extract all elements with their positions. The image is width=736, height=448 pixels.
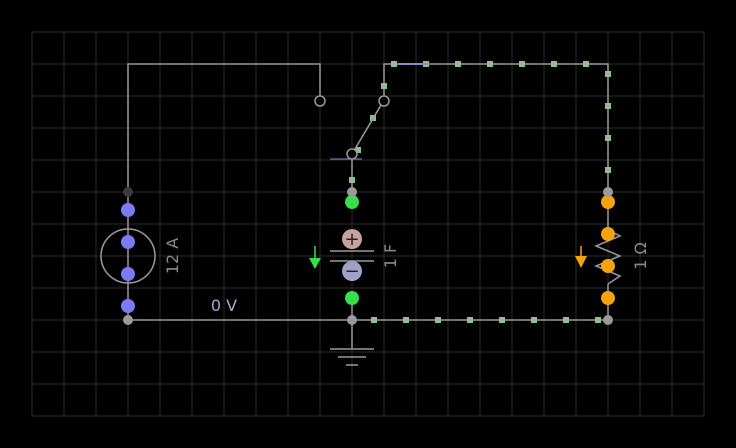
current-marker (349, 177, 355, 183)
current-marker (605, 167, 611, 173)
current-dot (121, 267, 135, 281)
current-arrow-icon (575, 246, 587, 268)
wire-top-left[interactable] (127, 63, 321, 192)
current-arrow-icon (309, 246, 321, 269)
node[interactable] (123, 315, 133, 325)
node[interactable] (347, 187, 357, 197)
current-marker (519, 61, 525, 67)
node-voltage-label: 0 V (211, 296, 237, 315)
current-dot (345, 291, 359, 305)
current-marker (605, 103, 611, 109)
current-dot (345, 195, 359, 209)
current-marker (551, 61, 557, 67)
current-marker (371, 317, 377, 323)
spdt-switch-icon[interactable] (314, 63, 428, 160)
current-marker (403, 317, 409, 323)
current-marker (583, 61, 589, 67)
node[interactable] (347, 315, 357, 325)
current-dot (601, 291, 615, 305)
current-source-icon[interactable] (100, 203, 156, 313)
resistor-label: 1 Ω (631, 242, 650, 270)
node[interactable] (123, 187, 133, 197)
capacitor-label: 1 F (381, 244, 400, 268)
current-marker (487, 61, 493, 67)
current-dot (121, 235, 135, 249)
current-marker (391, 61, 397, 67)
current-marker (605, 71, 611, 77)
minus-glyph: − (344, 261, 359, 282)
resistor-icon[interactable] (594, 195, 622, 305)
current-dot (601, 227, 615, 241)
current-marker (605, 135, 611, 141)
current-marker (563, 317, 569, 323)
plus-glyph: + (344, 229, 359, 250)
current-marker (595, 317, 601, 323)
grid (31, 31, 705, 417)
current-marker (435, 317, 441, 323)
current-dot (121, 203, 135, 217)
minus-terminal-icon (342, 261, 362, 281)
capacitor-icon[interactable]: + − (330, 195, 374, 305)
current-marker (499, 317, 505, 323)
node[interactable] (603, 315, 613, 325)
current-marker (467, 317, 473, 323)
current-marker (381, 83, 387, 89)
current-marker (355, 147, 361, 153)
nodes (123, 187, 613, 325)
wires (127, 63, 609, 348)
current-marker (531, 317, 537, 323)
wire-top-right[interactable] (383, 63, 609, 192)
ground-icon[interactable] (330, 348, 374, 366)
current-dot (601, 259, 615, 273)
current-dot (601, 195, 615, 209)
current-marker (455, 61, 461, 67)
current-dot (121, 299, 135, 313)
plus-terminal-icon (342, 229, 362, 249)
current-source-label: 12 A (163, 238, 182, 274)
node[interactable] (603, 187, 613, 197)
